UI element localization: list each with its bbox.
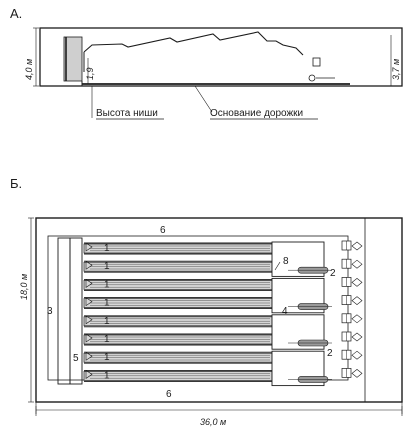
callout-marker: 8 — [283, 256, 289, 267]
plan-width-label: 18,0 м — [19, 274, 29, 300]
seat-diamond — [351, 350, 363, 360]
seat-diamond — [351, 296, 363, 305]
callout-zone-bottom: 6 — [166, 389, 172, 400]
label-niche-height: Высота ниши — [96, 108, 158, 119]
lane-number: 1 — [104, 298, 110, 309]
pin-triangle — [85, 369, 93, 379]
section-b-heading: Б. — [10, 176, 22, 191]
seat-diamond — [351, 241, 363, 251]
ball-return — [308, 74, 316, 82]
label-lane-base: Основание дорожки — [210, 108, 303, 119]
pinsetter — [312, 57, 321, 67]
callout-seat-1: 2 — [330, 268, 336, 279]
seat-diamond — [351, 314, 363, 324]
lane-number: 1 — [104, 279, 110, 290]
lane-number: 1 — [104, 370, 110, 381]
lane-number: 1 — [104, 261, 110, 272]
callout-zone-top: 6 — [160, 225, 166, 236]
section-b-plan-view — [28, 217, 403, 416]
leader-lane-base — [194, 85, 213, 113]
pin-triangle — [85, 297, 93, 307]
pin-triangle — [85, 333, 93, 343]
dim-niche-label: 1,9 — [85, 67, 95, 80]
lane-number: 1 — [104, 316, 110, 327]
foul-zone — [69, 237, 83, 385]
niche-block — [63, 36, 83, 82]
lane-number: 1 — [104, 352, 110, 363]
dim-right-label: 3,7 м — [391, 59, 401, 80]
seat-diamond — [351, 332, 363, 342]
pin-triangle — [85, 260, 93, 270]
building-outline — [39, 27, 403, 87]
pin-triangle — [85, 315, 93, 325]
approach-zone — [57, 237, 71, 385]
plan-length-label: 36,0 м — [200, 417, 226, 427]
lanes-group: 1 1 1 1 1 1 1 1 — [83, 240, 363, 387]
seat-diamond — [351, 369, 363, 378]
lane-number: 1 — [104, 243, 110, 254]
plan-outline — [35, 217, 403, 403]
pin-triangle — [85, 278, 93, 288]
seat-diamond — [351, 259, 363, 269]
callout-approach: 3 — [47, 306, 53, 317]
lane-number: 1 — [104, 334, 110, 345]
ceiling-profile — [83, 31, 304, 56]
callout-seat-2: 2 — [327, 348, 333, 359]
pin-triangle — [85, 351, 93, 361]
callout-foul: 5 — [73, 353, 79, 364]
pin-triangle — [85, 242, 93, 252]
seat-diamond — [351, 278, 363, 287]
callout-lanes: 4 — [282, 306, 288, 317]
section-a-side-view — [33, 27, 403, 118]
section-a-heading: А. — [10, 6, 22, 21]
dim-height-label: 4,0 м — [24, 59, 34, 80]
